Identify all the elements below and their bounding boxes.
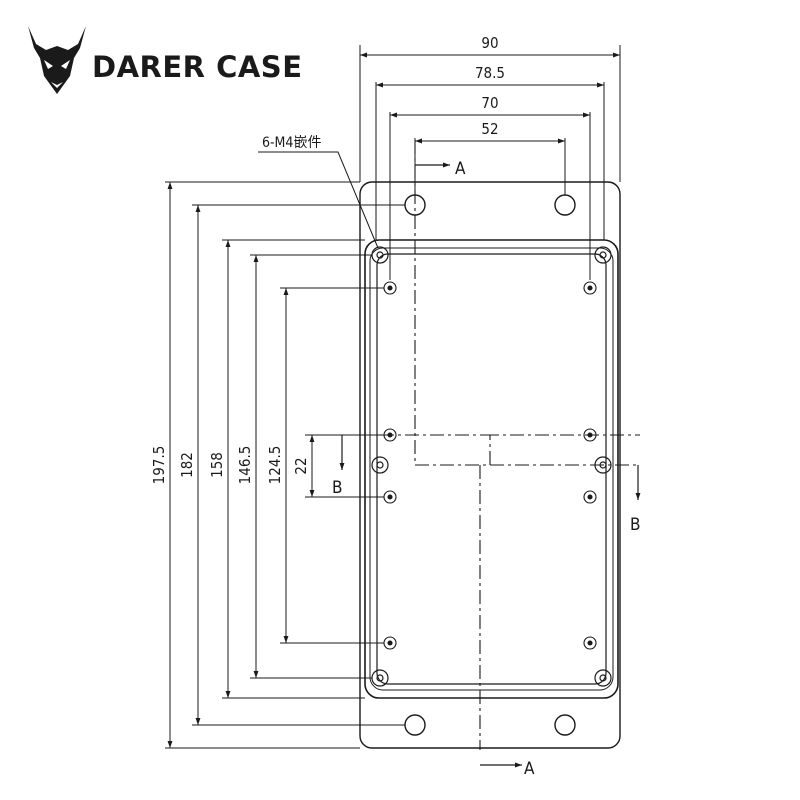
section-label-b-right: B bbox=[630, 515, 641, 535]
mounting-hole bbox=[554, 714, 576, 736]
dim-height-197-5: 197.5 bbox=[150, 446, 168, 485]
dim-width-52: 52 bbox=[481, 120, 498, 138]
insert-callout-label: 6-M4嵌件 bbox=[262, 135, 321, 151]
horizontal-dimension-lines bbox=[360, 52, 620, 144]
vertical-extension-lines bbox=[165, 181, 405, 749]
bull-head-icon bbox=[28, 26, 86, 94]
insert-callout-leader bbox=[258, 151, 379, 249]
vertical-dimension-lines bbox=[167, 182, 315, 748]
dim-width-70: 70 bbox=[481, 94, 498, 112]
dim-width-78-5: 78.5 bbox=[475, 64, 505, 82]
lid-corner-screws bbox=[371, 246, 612, 687]
section-label-a-top: A bbox=[455, 159, 466, 179]
section-arrows bbox=[339, 162, 641, 768]
brand-logo bbox=[22, 22, 292, 102]
brand-name: DARER CASE bbox=[92, 50, 303, 84]
mounting-hole bbox=[404, 714, 426, 736]
dim-height-158: 158 bbox=[208, 452, 226, 478]
dim-pitch-22: 22 bbox=[292, 457, 310, 474]
section-lines bbox=[380, 140, 640, 750]
section-label-a-bottom: A bbox=[524, 759, 535, 779]
dim-height-182: 182 bbox=[178, 452, 196, 478]
horizontal-extension-lines bbox=[359, 45, 621, 280]
section-label-b-left: B bbox=[332, 478, 343, 498]
mounting-hole bbox=[554, 194, 576, 216]
m4-inserts bbox=[383, 281, 597, 650]
dim-height-124-5: 124.5 bbox=[266, 446, 284, 485]
dim-height-146-5: 146.5 bbox=[236, 446, 254, 485]
dim-width-90: 90 bbox=[481, 34, 498, 52]
